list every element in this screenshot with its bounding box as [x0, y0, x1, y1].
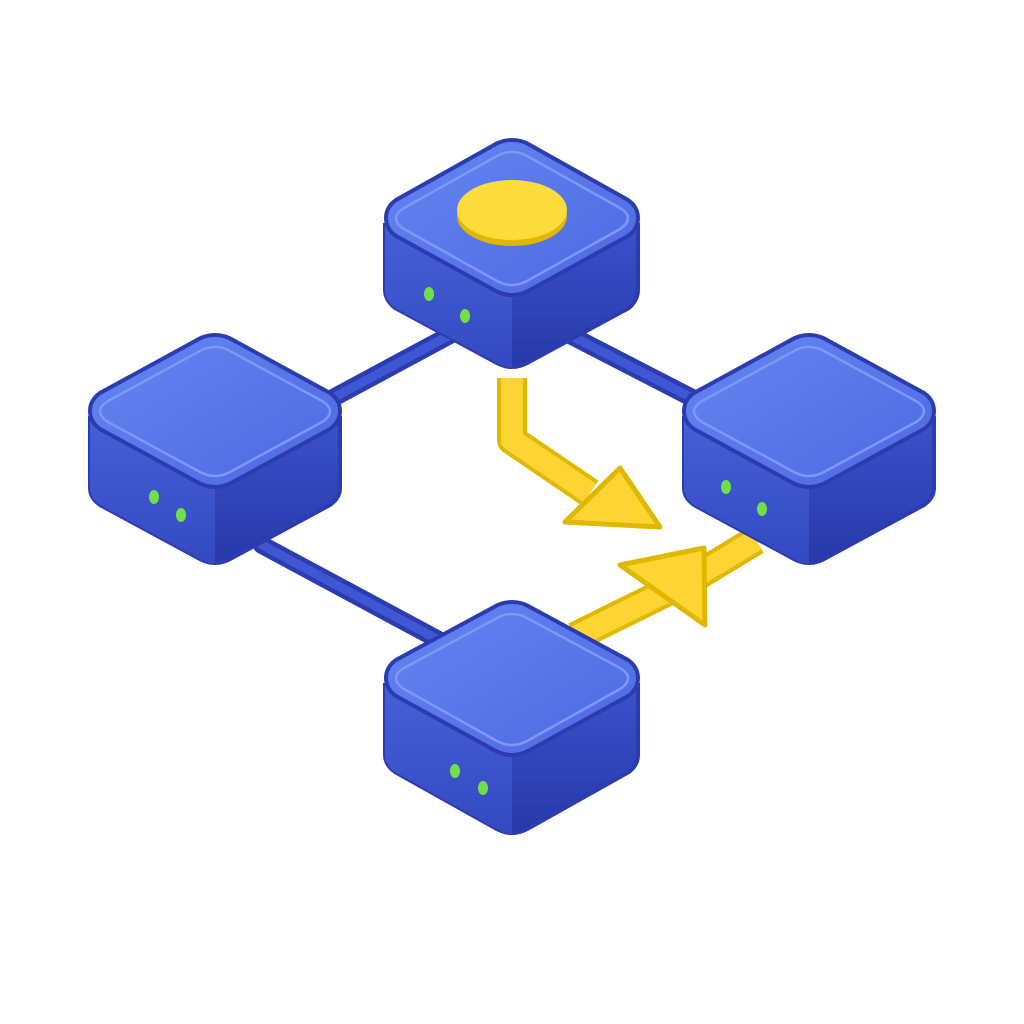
link-top-right: [561, 326, 709, 411]
flow-arrow-top-to-right: [497, 378, 663, 530]
status-leds: [450, 764, 488, 795]
status-leds: [149, 490, 186, 522]
node-bottom: [383, 599, 641, 835]
node-right: [681, 332, 937, 565]
node-left: [87, 332, 343, 565]
flow-arrows: [497, 378, 764, 651]
flow-arrow-bottom-to-right: [568, 527, 764, 651]
status-leds: [424, 287, 470, 323]
link-top-left: [311, 326, 459, 414]
links: [253, 326, 709, 654]
node-top: [383, 137, 641, 369]
status-leds: [721, 480, 767, 516]
token-coin: [457, 180, 567, 246]
link-left-bottom: [253, 536, 457, 654]
